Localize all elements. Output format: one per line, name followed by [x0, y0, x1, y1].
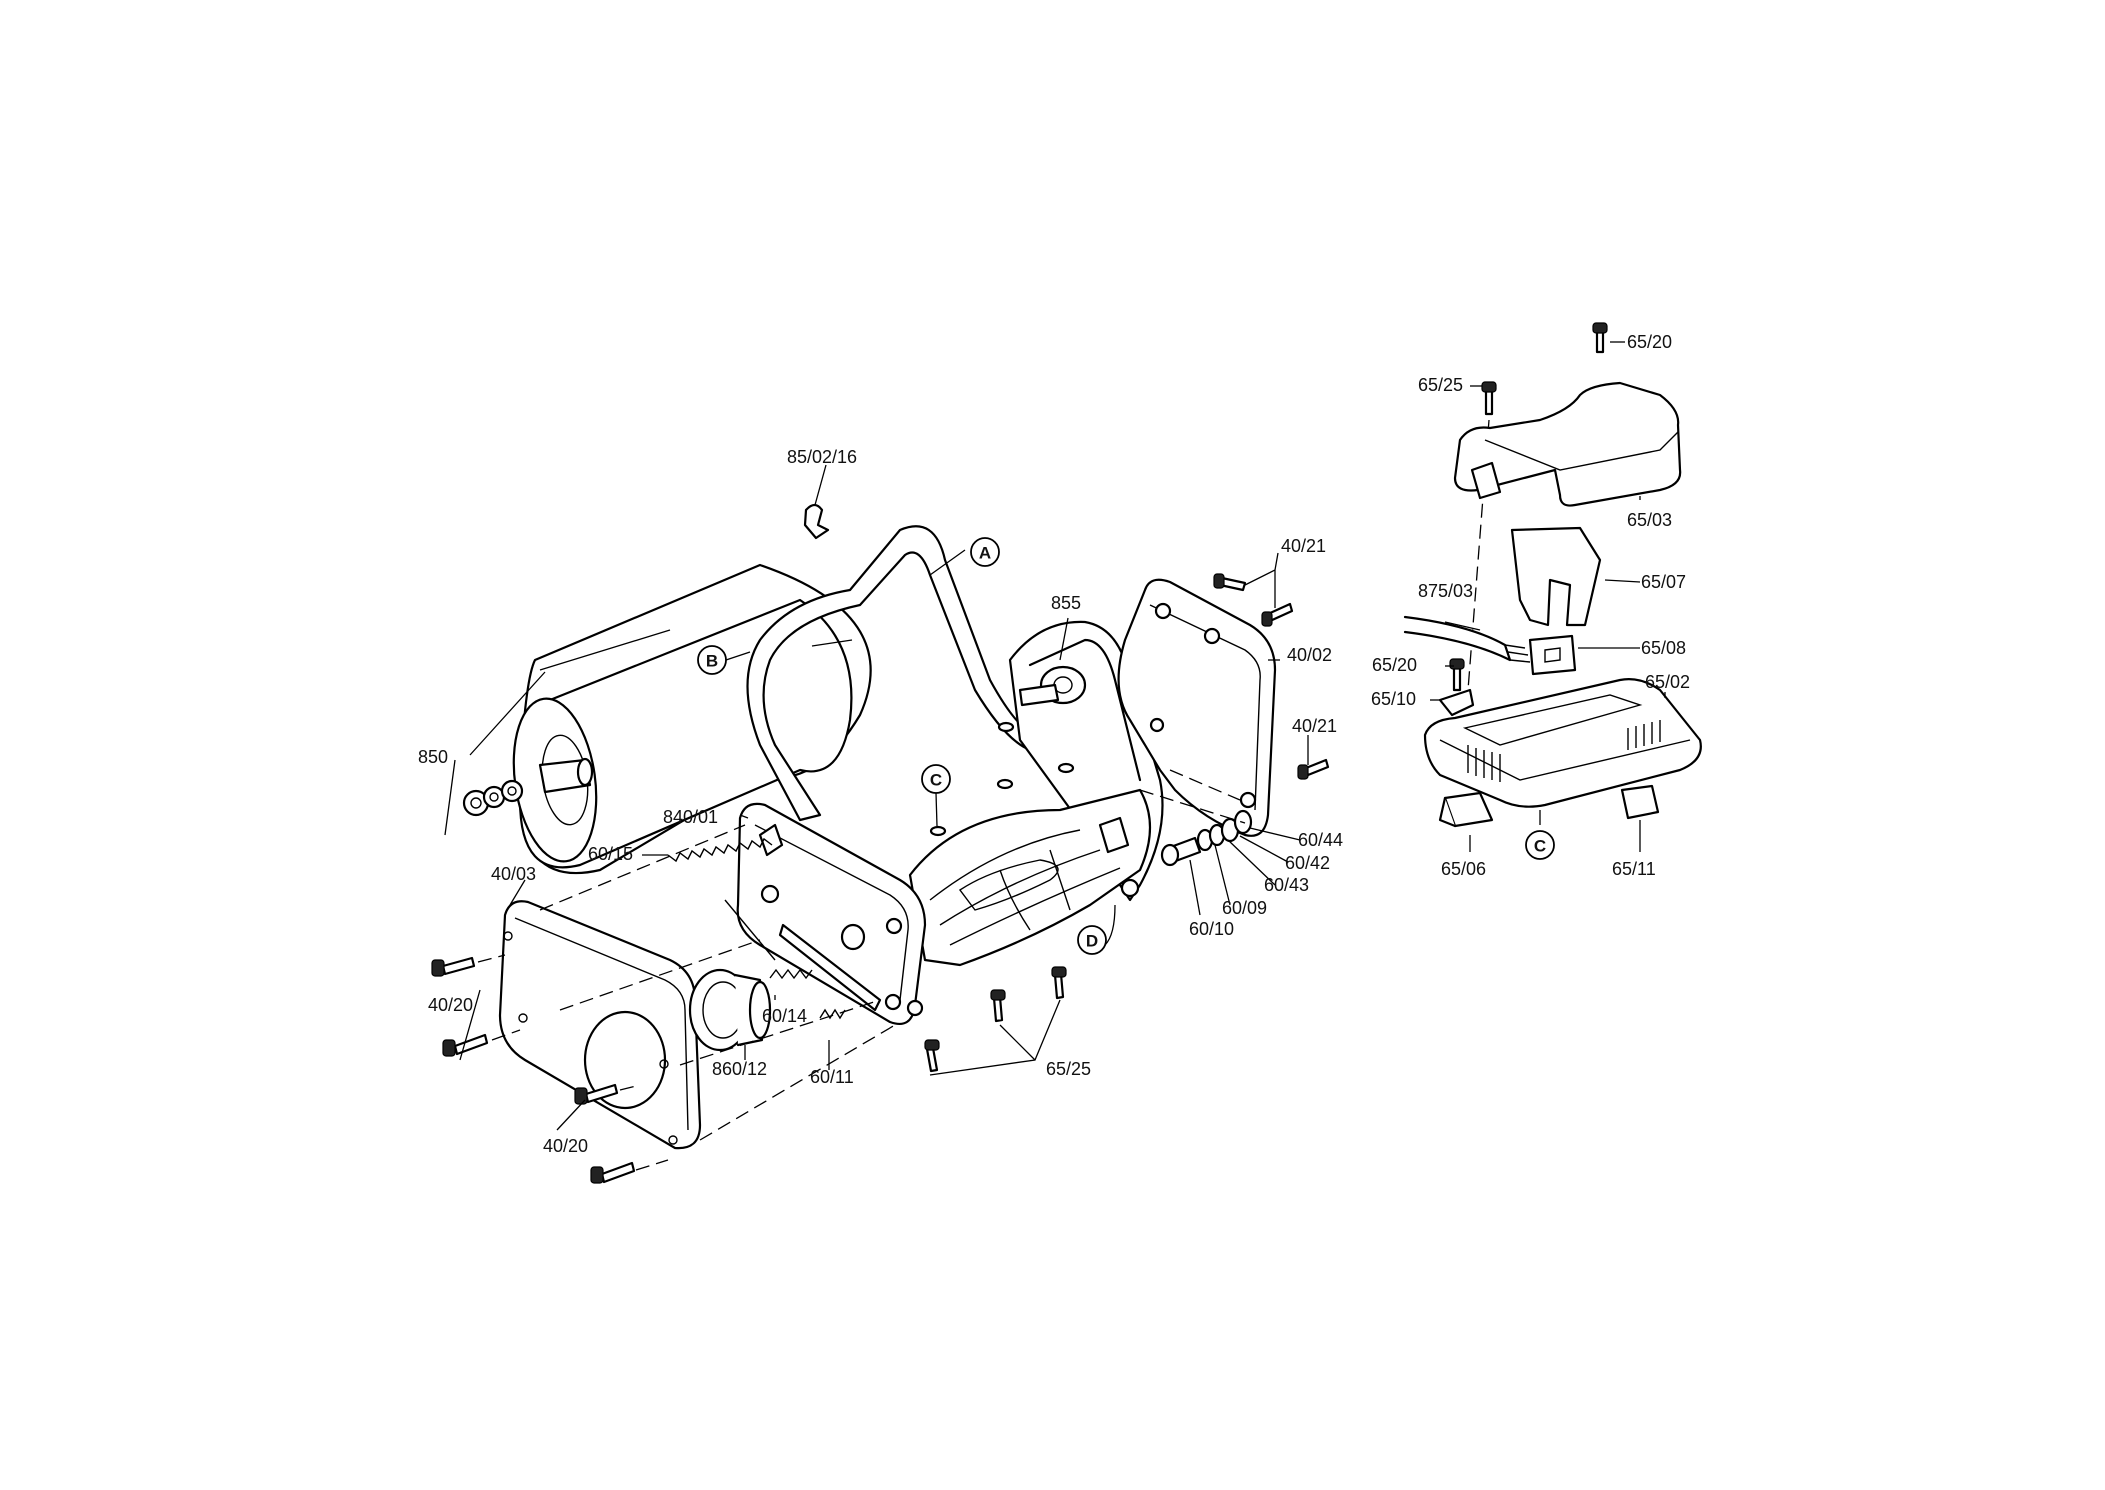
callout-a-text: A [979, 544, 991, 563]
inner-plate-840-01 [736, 802, 927, 1026]
callout-a: A [970, 537, 1000, 567]
callout-c-body: C [921, 764, 951, 794]
clip-85-02-16 [803, 503, 830, 540]
label-65-03: 65/03 [1627, 510, 1672, 530]
label-60-15: 60/15 [588, 844, 633, 864]
label-860-12: 860/12 [712, 1059, 767, 1079]
label-65-06: 65/06 [1441, 859, 1486, 879]
label-40-20-left: 40/20 [428, 995, 473, 1015]
label-850: 850 [418, 747, 448, 767]
callout-b: B [697, 645, 727, 675]
bearing-860-12 [688, 968, 772, 1052]
label-65-02: 65/02 [1645, 672, 1690, 692]
label-65-20-top: 65/20 [1627, 332, 1672, 352]
leader-b [725, 651, 751, 661]
label-60-42: 60/42 [1285, 853, 1330, 873]
switch-plate-65-08 [1528, 634, 1577, 676]
foot-65-11 [1620, 784, 1660, 820]
label-40-20-bottom: 40/20 [543, 1136, 588, 1156]
label-840-01: 840/01 [663, 807, 718, 827]
label-40-03: 40/03 [491, 864, 536, 884]
label-65-07: 65/07 [1641, 572, 1686, 592]
cable-875-03 [1403, 615, 1531, 663]
label-65-10: 65/10 [1371, 689, 1416, 709]
top-cover-65-03 [1453, 381, 1682, 507]
clamp-65-10 [1438, 688, 1475, 717]
screws [431, 322, 1608, 1184]
label-60-44: 60/44 [1298, 830, 1343, 850]
label-875-03: 875/03 [1418, 581, 1473, 601]
callout-b-text: B [706, 652, 718, 671]
cutting-reel [908, 788, 1152, 967]
label-65-08: 65/08 [1641, 638, 1686, 658]
foot-65-06 [1438, 791, 1494, 828]
label-60-10: 60/10 [1189, 919, 1234, 939]
side-cover-40-03 [498, 900, 702, 1150]
callout-d: D [1077, 925, 1107, 955]
label-65-25-top: 65/25 [1418, 375, 1463, 395]
body-holes [929, 721, 1075, 837]
callout-c-base-text: C [1534, 837, 1546, 856]
callout-c-body-text: C [930, 771, 942, 790]
label-65-11: 65/11 [1612, 859, 1656, 879]
label-85-02-16: 85/02/16 [787, 447, 857, 467]
roller-washers [462, 779, 524, 817]
label-60-14: 60/14 [762, 1006, 807, 1026]
label-40-02: 40/02 [1287, 645, 1332, 665]
bearing-area [1098, 816, 1140, 898]
label-60-09: 60/09 [1222, 898, 1267, 918]
base-65-02 [1423, 678, 1702, 808]
label-40-21-right: 40/21 [1292, 716, 1337, 736]
label-65-25-bottom: 65/25 [1046, 1059, 1091, 1079]
leader-850 [444, 671, 546, 836]
label-60-43: 60/43 [1264, 875, 1309, 895]
label-60-11: 60/11 [810, 1067, 854, 1087]
leader-c-body [935, 792, 938, 827]
side-cover-40-02 [1117, 578, 1277, 837]
label-40-21-top: 40/21 [1281, 536, 1326, 556]
callout-d-text: D [1086, 932, 1098, 951]
label-855: 855 [1051, 593, 1081, 613]
callout-c-base: C [1525, 830, 1555, 860]
springs [667, 837, 846, 1020]
washers-60-series [1160, 809, 1253, 867]
guard-65-07 [1510, 526, 1602, 627]
leader-lines [459, 341, 1666, 1131]
part-labels: 85/02/16 850 855 40/21 40/02 40/21 840/0… [418, 332, 1690, 1156]
label-65-20-mid: 65/20 [1372, 655, 1417, 675]
